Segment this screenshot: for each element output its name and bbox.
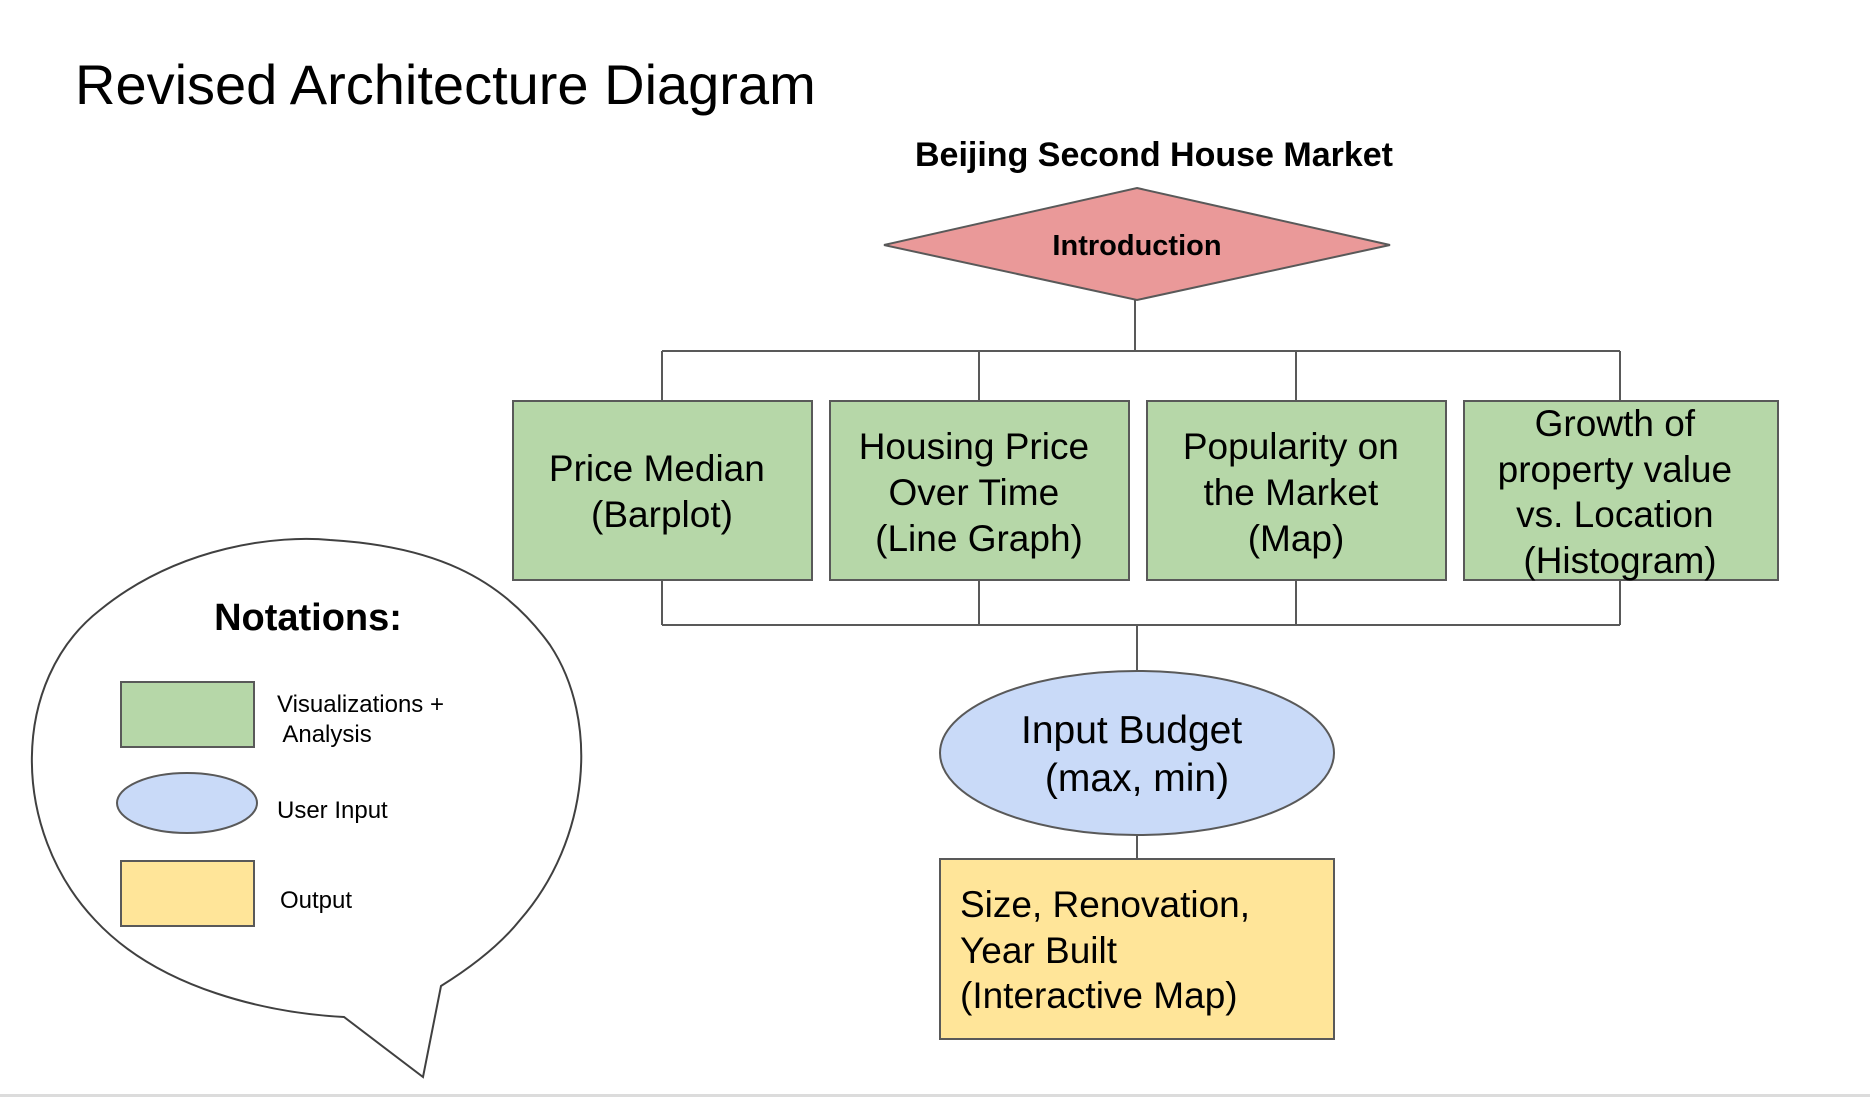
diagram-title: Beijing Second House Market xyxy=(915,136,1393,174)
legend-label-user-input: User Input xyxy=(277,797,388,824)
slide-title: Revised Architecture Diagram xyxy=(75,53,816,116)
connectors xyxy=(661,300,1621,859)
viz-node-price-median: Price Median (Barplot) xyxy=(512,400,813,581)
legend-label-visualization: Visualizations + Analysis xyxy=(277,691,451,748)
viz-label: Price Median (Barplot) xyxy=(549,448,775,535)
legend-swatch-user-input xyxy=(116,772,258,834)
viz-node-popularity: Popularity on the Market (Map) xyxy=(1146,400,1447,581)
legend-swatch-visualization xyxy=(120,681,255,748)
legend-title: Notations: xyxy=(214,597,402,639)
legend-bubble-outline xyxy=(30,537,583,1079)
legend-bubble: Notations: Visualizations + Analysis Use… xyxy=(30,537,583,1079)
viz-box xyxy=(1463,400,1779,581)
viz-label: Growth of property value vs. Location (H… xyxy=(1498,403,1743,581)
legend-swatch-output xyxy=(120,860,255,927)
viz-label: Popularity on the Market (Map) xyxy=(1183,426,1409,559)
input-ellipse xyxy=(939,670,1335,836)
viz-box xyxy=(1146,400,1447,581)
output-node: Size, Renovation, Year Built (Interactiv… xyxy=(939,858,1335,1040)
viz-box xyxy=(829,400,1130,581)
introduction-label: Introduction xyxy=(1052,230,1221,262)
legend-label-output: Output xyxy=(280,887,352,914)
viz-label: Housing Price Over Time (Line Graph) xyxy=(859,426,1100,559)
introduction-diamond xyxy=(883,186,1391,302)
introduction-node: Introduction xyxy=(883,186,1391,302)
viz-node-growth: Growth of property value vs. Location (H… xyxy=(1463,400,1779,581)
input-label: Input Budget (max, min) xyxy=(1021,709,1253,800)
slide-bottom-border xyxy=(0,1094,1870,1097)
output-box xyxy=(939,858,1335,1040)
input-node: Input Budget (max, min) xyxy=(939,670,1335,836)
viz-box xyxy=(512,400,813,581)
viz-node-housing-price: Housing Price Over Time (Line Graph) xyxy=(829,400,1130,581)
output-label: Size, Renovation, Year Built (Interactiv… xyxy=(960,884,1260,1016)
